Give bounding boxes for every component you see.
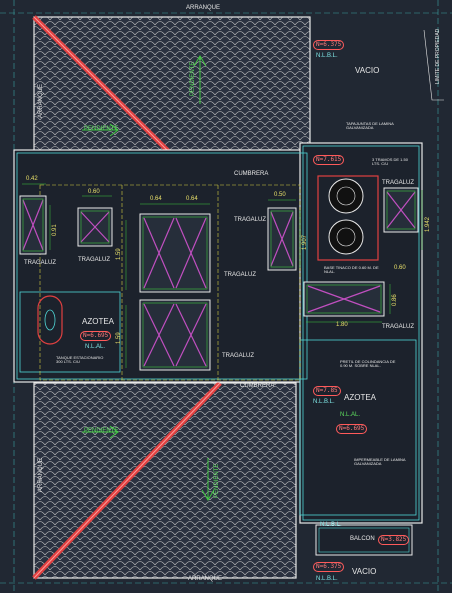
dim-091: 0.91 bbox=[52, 224, 58, 236]
dim-050: 0.50 bbox=[274, 192, 286, 198]
tapajuntas-note: TAPAJUNTAS DE LAMINA GALVANIZADA bbox=[346, 121, 394, 130]
dim-060b: 0.60 bbox=[394, 265, 406, 271]
level-tag-bottom: N=6.375 bbox=[313, 562, 345, 572]
skylight-crosses bbox=[22, 191, 416, 367]
vacio-top-label: VACIO bbox=[355, 66, 380, 75]
tanque-note: TANQUE ESTACIONARIO 300 LTS. C/U bbox=[56, 355, 104, 364]
dim-064a: 0.64 bbox=[150, 196, 162, 202]
limite-propiedad-label: LIMITE DE PROPIEDAD bbox=[435, 28, 441, 84]
dim-1907: 1.907 bbox=[302, 234, 308, 250]
tragaluz-label-7: TRAGALUZ bbox=[382, 324, 415, 330]
lower-tiled-roof bbox=[32, 381, 297, 580]
base-tinaco-note: BASE TINACO DE 0.60 M. DE NLAL. bbox=[324, 265, 379, 274]
level-tag-top: N=6.375 bbox=[313, 40, 345, 50]
skylight-3 bbox=[139, 213, 211, 293]
pretil-note: PRETIL DE COLINDANCIA DE 0.90 M. SOBRE N… bbox=[340, 359, 396, 368]
tragaluz-label-2: TRAGALUZ bbox=[78, 257, 111, 263]
dim-060a: 0.60 bbox=[88, 189, 100, 195]
cumbrera-top-label: CUMBRERA bbox=[234, 171, 269, 177]
interior-guides bbox=[39, 184, 301, 381]
nlal-right-label: N.L.AL. bbox=[340, 412, 361, 418]
cumbrera-bottom-label: CUMBRERA bbox=[240, 383, 275, 389]
balcon-label: BALCON bbox=[350, 536, 375, 542]
pendiente-label-1: PENDIENTE bbox=[190, 61, 196, 96]
nlbl-right-label: N.L.B.L. bbox=[313, 399, 335, 405]
stationary-tank bbox=[37, 295, 63, 345]
azotea-left-label: AZOTEA bbox=[82, 317, 115, 326]
impermeable-note: IMPERMEABLE DE LAMINA GALVANIZADA bbox=[354, 457, 406, 466]
arranque-top-label: ARRANQUE bbox=[186, 5, 221, 11]
tragaluz-label-5: TRAGALUZ bbox=[222, 353, 255, 359]
azotea-right-label: AZOTEA bbox=[344, 393, 377, 402]
dim-064b: 0.64 bbox=[186, 196, 198, 202]
balcony bbox=[315, 524, 413, 556]
dim-1942: 1.942 bbox=[425, 216, 431, 232]
dim-159b: 1.59 bbox=[116, 332, 122, 344]
tragaluz-label-1: TRAGALUZ bbox=[24, 260, 57, 266]
dim-159a: 1.59 bbox=[116, 248, 122, 260]
nlal-left-label: N.L.AL. bbox=[85, 344, 106, 350]
skylight-inner bbox=[22, 190, 416, 368]
arranque-left-top-label: ARRANQUE bbox=[38, 83, 44, 118]
property-limit bbox=[423, 29, 444, 101]
arranque-left-bottom-label: ARRANQUE bbox=[38, 457, 44, 492]
slope-arrows bbox=[82, 55, 215, 501]
level-tag-tank: N=7.615 bbox=[313, 155, 345, 165]
dim-180: 1.80 bbox=[336, 322, 348, 328]
level-tag-right: N=7.85 bbox=[313, 386, 341, 396]
nlbl-balcon-label: N.L.B.L. bbox=[320, 522, 342, 528]
dim-042: 0.42 bbox=[26, 176, 38, 182]
tramos-note: 3 TRAMOS DE 1.50 LTS. C/U bbox=[372, 157, 408, 166]
vacio-bottom-label: VACIO bbox=[352, 567, 377, 576]
skylight-4 bbox=[139, 299, 211, 371]
dimension-lines bbox=[22, 183, 423, 368]
level-tag-left-azotea: N=6.695 bbox=[80, 331, 112, 341]
pendiente-label-4: PENDIENTE bbox=[214, 463, 220, 498]
pendiente-label-3: PENDIENTE bbox=[84, 428, 119, 434]
dim-086: 0.86 bbox=[392, 294, 398, 306]
level-tag-balcon: N=3.825 bbox=[378, 535, 410, 545]
tragaluz-label-4: TRAGALUZ bbox=[224, 272, 257, 278]
level-tag-right-azotea: N=6.695 bbox=[336, 424, 368, 434]
nlbl-bottom-label: N.L.B.L. bbox=[316, 576, 338, 582]
water-tanks bbox=[317, 175, 379, 261]
arranque-bottom-label: ARRANQUE bbox=[188, 576, 223, 582]
tragaluz-label-3: TRAGALUZ bbox=[234, 217, 267, 223]
tragaluz-label-6: TRAGALUZ bbox=[382, 180, 415, 186]
nlbl-top-label: N.L.B.L. bbox=[316, 53, 338, 59]
pendiente-label-2: PENDIENTE bbox=[84, 126, 119, 132]
parapet-lines bbox=[16, 145, 420, 521]
